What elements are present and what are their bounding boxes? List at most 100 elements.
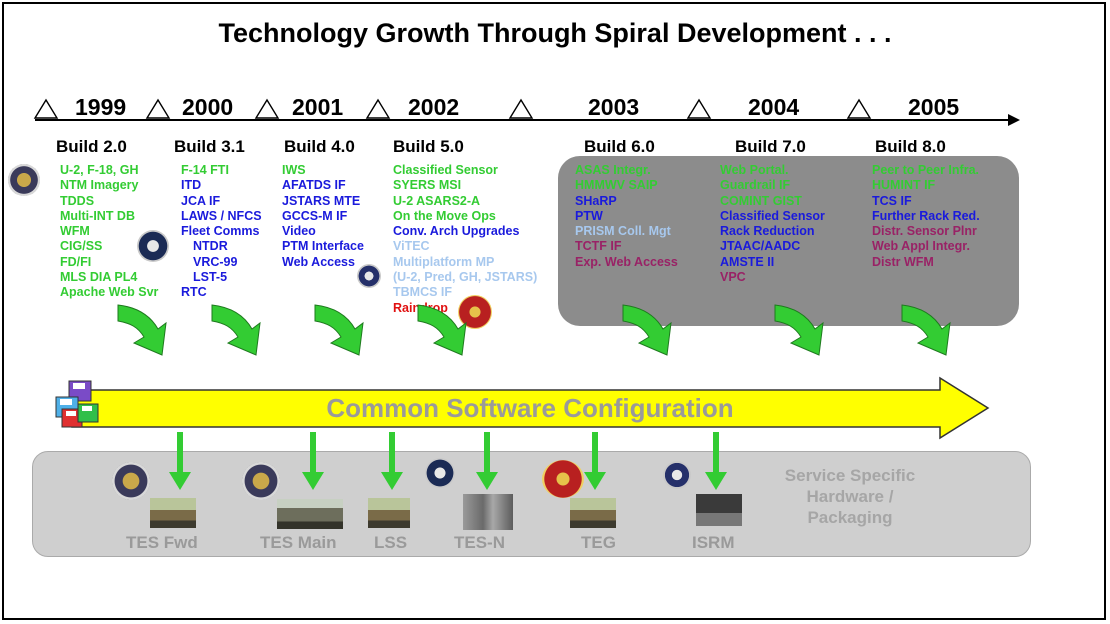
build-feature-item: Distr WFM — [872, 254, 934, 269]
service-specific-line: Packaging — [807, 508, 893, 527]
build-feature-item: VRC-99 — [193, 254, 238, 269]
year-label: 2000 — [182, 94, 234, 120]
build-header: Build 7.0 — [735, 137, 806, 156]
down-arrow-icon — [705, 432, 727, 490]
build-feature-item: HUMINT IF — [872, 178, 936, 193]
build-feature-item: Web Appl Integr. — [872, 239, 970, 254]
hardware-label: ISRM — [692, 533, 735, 552]
build-feature-item: ITD — [181, 178, 202, 193]
build-feature-item: LST-5 — [193, 270, 228, 285]
year-label: 2005 — [908, 94, 960, 120]
build-feature-item: Guardrail IF — [720, 178, 791, 193]
build-feature-item: WFM — [60, 224, 90, 239]
build-feature-item: VPC — [720, 270, 746, 285]
timeline-marker — [254, 98, 280, 119]
down-arrow-icon — [302, 432, 324, 490]
build-feature-item: PTW — [575, 208, 603, 223]
down-arrow-icon — [169, 432, 191, 490]
tes-n-rack-image — [463, 494, 513, 530]
down-arrow-icon — [381, 432, 403, 490]
marine-seal-icon — [542, 460, 584, 498]
year-label: 2001 — [292, 94, 344, 120]
army-seal-icon — [8, 164, 40, 196]
hardware-label: TES-N — [454, 533, 505, 552]
teg-vehicle-image — [570, 498, 616, 528]
year-label: 2003 — [588, 94, 640, 120]
build-feature-item: Conv. Arch Upgrades — [393, 224, 520, 239]
build-feature-item: Web Access — [282, 254, 355, 269]
army-seal-icon — [112, 462, 150, 500]
down-arrow-icon — [584, 432, 606, 490]
build-feature-item: ASAS Integr. — [575, 163, 651, 177]
navy-seal-icon — [663, 461, 691, 489]
common-config-label: Common Software Configuration — [326, 393, 734, 423]
build-feature-item: On the Move Ops — [393, 208, 496, 223]
build-header: Build 5.0 — [393, 137, 464, 156]
build-feature-item: LAWS / NFCS — [181, 208, 262, 223]
floppy-disk-icon — [68, 380, 92, 402]
hardware-label: TES Main — [260, 533, 337, 552]
build-header: Build 6.0 — [584, 137, 655, 156]
build-feature-item: Video — [282, 224, 316, 239]
year-label: 2004 — [748, 94, 800, 120]
build-feature-item: PRISM Coll. Mgt — [575, 224, 671, 239]
timeline-marker — [33, 98, 59, 119]
build-feature-item: Classified Sensor — [393, 163, 498, 177]
navy-seal-icon — [357, 264, 381, 288]
service-specific-line: Service Specific — [784, 466, 916, 485]
build-feature-item: TCS IF — [872, 193, 912, 208]
year-label: 1999 — [75, 94, 127, 120]
marine-seal-icon — [458, 295, 492, 329]
build-feature-item: SHaRP — [575, 193, 617, 208]
year-label: 2002 — [408, 94, 460, 120]
build-feature-item: PTM Interface — [282, 239, 364, 254]
build-feature-item: NTDR — [193, 239, 228, 254]
hardware-label: TES Fwd — [126, 533, 198, 552]
future-builds-panel — [558, 156, 1019, 326]
build-feature-item: HMMWV SAIP — [575, 178, 658, 193]
build-feature-item: NTM Imagery — [60, 178, 139, 193]
build-feature-item: FD/FI — [60, 254, 92, 269]
floppy-disk-icon — [77, 403, 99, 423]
tes-fwd-vehicle-image — [150, 498, 196, 528]
build-header: Build 8.0 — [875, 137, 946, 156]
build-feature-item: JCA IF — [181, 193, 221, 208]
build-feature-item: Distr. Sensor Plnr — [872, 224, 977, 239]
build-feature-item: U-2 ASARS2-A — [393, 193, 481, 208]
build-feature-item: CIG/SS — [60, 239, 103, 254]
build-feature-item: SYERS MSI — [393, 178, 462, 193]
build-feature-item: TBMCS IF — [393, 285, 453, 300]
hardware-label: TEG — [581, 533, 616, 552]
build-feature-item: COMINT GIST — [720, 193, 802, 208]
build-feature-item: U-2, F-18, GH — [60, 163, 139, 177]
build-feature-item: Web Portal. — [720, 163, 789, 177]
build-feature-item: GCCS-M IF — [282, 208, 348, 223]
build-feature-item: TCTF IF — [575, 239, 622, 254]
timeline-marker — [145, 98, 171, 119]
build-feature-item: Further Rack Red. — [872, 208, 980, 223]
build-feature-item: AMSTE II — [720, 254, 775, 269]
build-feature-item: JSTARS MTE — [282, 193, 361, 208]
hardware-panel — [32, 451, 1031, 557]
timeline-marker — [365, 98, 391, 119]
build-feature-item: Apache Web Svr — [60, 285, 159, 300]
build-feature-item: Classified Sensor — [720, 208, 825, 223]
build-feature-item: Exp. Web Access — [575, 254, 678, 269]
build-feature-item: F-14 FTI — [181, 163, 229, 177]
service-specific-label: Service Specific Hardware / Packaging — [770, 465, 930, 528]
tes-main-vehicle-image — [277, 499, 343, 529]
down-arrow-icon — [476, 432, 498, 490]
timeline-marker — [508, 98, 534, 119]
build-feature-item: Fleet Comms — [181, 224, 260, 239]
build-feature-item: JTAAC/AADC — [720, 239, 801, 254]
isrm-workstation-image — [696, 494, 742, 526]
